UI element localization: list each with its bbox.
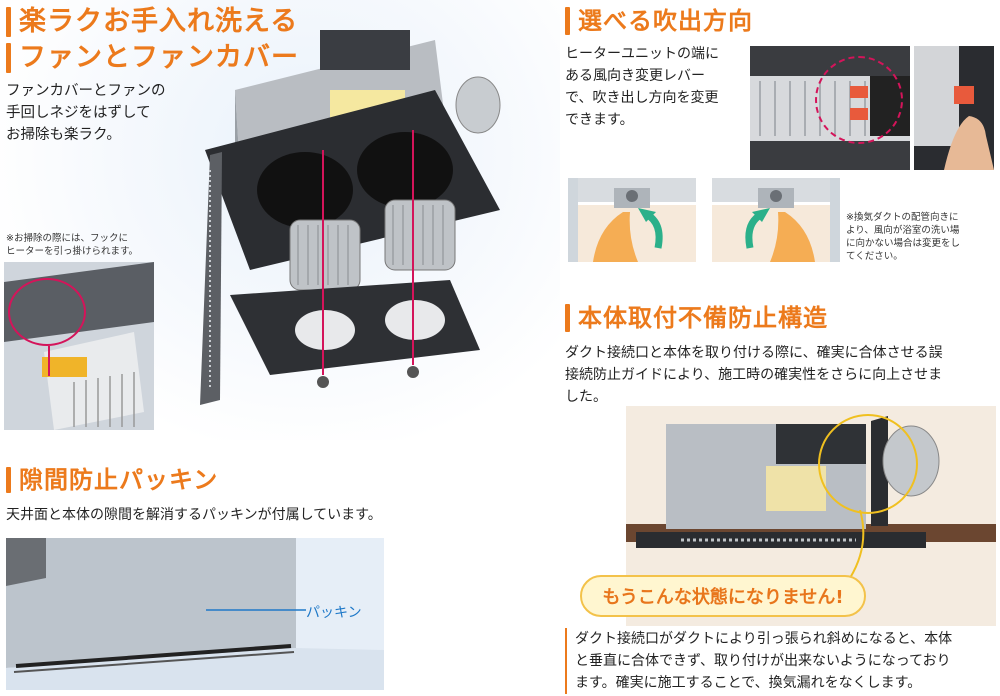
- mount-callout-ring: [818, 414, 918, 514]
- mount-body: ダクト接続口と本体を取り付ける際に、確実に合体させる誤 接続防止ガイドにより、施…: [565, 345, 943, 405]
- airflow-diagram-right: [712, 178, 840, 262]
- heading-accent-bar: [565, 7, 570, 35]
- packing-body: 天井面と本体の隙間を解消するパッキンが付属しています。: [6, 507, 382, 523]
- duct-collar: [455, 76, 501, 134]
- heading-accent-bar: [6, 467, 11, 493]
- fan-cover-hole-left: [295, 310, 355, 350]
- screw-right: [407, 366, 419, 378]
- direction-heading: 選べる吹出方向: [565, 6, 753, 36]
- direction-body: ヒーターユニットの端に ある風向き変更レバー で、吹き出し方向を変更 できます。: [565, 46, 719, 128]
- mount-footer-text: ダクト接続口がダクトにより引っ張られ斜めになると、本体 と垂直に合体できず、取り…: [565, 628, 997, 694]
- packing-title: 隙間防止パッキン: [19, 466, 219, 494]
- direction-note: ※換気ダクトの配管向きに より、風向が浴室の洗い場 に向かない場合は変更をし て…: [846, 212, 961, 262]
- hook-callout-line: [48, 346, 50, 376]
- packing-callout-label: パッキン: [306, 605, 362, 621]
- heading-accent-bar: [565, 304, 570, 332]
- packing-heading: 隙間防止パッキン: [6, 465, 218, 495]
- mount-callout-pointer: [849, 510, 865, 579]
- housing-connector: [320, 30, 410, 70]
- mount-heading: 本体取付不備防止構造: [565, 303, 828, 333]
- airflow-diagram-left: [568, 178, 696, 262]
- heading-accent-bar: [6, 7, 11, 37]
- fan-left: [289, 219, 361, 291]
- hook-callout-ring: [8, 278, 86, 346]
- screw-left: [317, 376, 329, 388]
- fan-hole-left: [257, 152, 353, 228]
- easy-clean-title-line1: 楽ラクお手入れ洗える: [19, 6, 299, 37]
- fan-cover-hole-right: [385, 300, 445, 340]
- fan-hole-right: [357, 132, 453, 208]
- fan-right: [384, 199, 456, 271]
- easy-clean-note: ※お掃除の際には、フックに ヒーターを引っ掛けられます。: [6, 233, 139, 257]
- mount-title: 本体取付不備防止構造: [578, 304, 828, 332]
- lever-hand-photo: [914, 46, 994, 170]
- packing-photo: [6, 538, 384, 690]
- lever-callout-ring: [815, 56, 903, 144]
- heading-accent-bar: [6, 43, 11, 73]
- direction-title: 選べる吹出方向: [578, 7, 753, 35]
- easy-clean-heading: 楽ラクお手入れ洗える ファンとファンカバー: [6, 4, 299, 76]
- mount-status-badge: もうこんな状態になりません!: [580, 575, 866, 617]
- fan-unit-illustration: [200, 30, 501, 405]
- easy-clean-title-line2: ファンとファンカバー: [19, 42, 299, 73]
- easy-clean-body: ファンカバーとファンの 手回しネジをはずして お掃除も楽ラク。: [6, 83, 166, 143]
- heater-bar: [200, 152, 222, 405]
